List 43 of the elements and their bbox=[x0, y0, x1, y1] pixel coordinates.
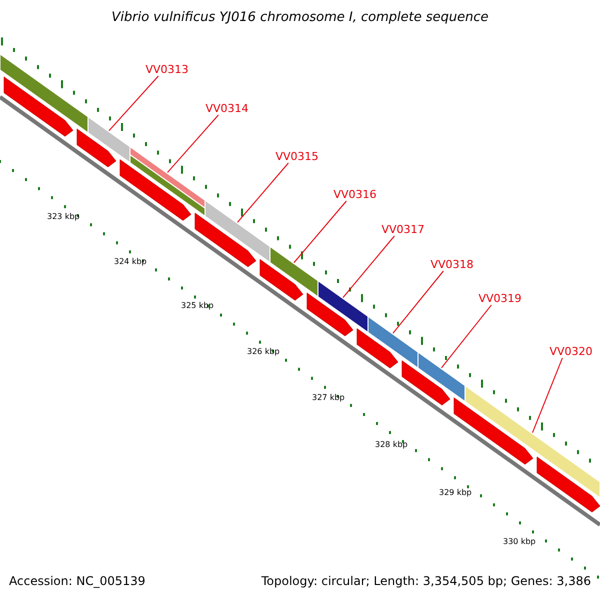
gene-label: VV0320 bbox=[549, 345, 593, 358]
gene-segment bbox=[260, 259, 304, 301]
scale-label: 325 kbp bbox=[181, 301, 214, 310]
title: Vibrio vulnificus YJ016 chromosome I, complete sequence bbox=[111, 10, 489, 25]
gene-segment bbox=[318, 280, 368, 334]
gene-label: VV0319 bbox=[478, 292, 522, 305]
gene-segment bbox=[418, 351, 466, 403]
scale-label: 329 kbp bbox=[439, 488, 472, 497]
gene-label: VV0315 bbox=[275, 150, 319, 163]
gene-label: VV0317 bbox=[381, 223, 425, 236]
gene-label: VV0313 bbox=[145, 63, 189, 76]
scale-label: 326 kbp bbox=[247, 347, 280, 356]
gene-segment bbox=[120, 159, 192, 221]
scale-label: 328 kbp bbox=[375, 440, 408, 449]
gene-segment bbox=[88, 116, 130, 164]
gene-label: VV0314 bbox=[205, 102, 249, 115]
gene-segment bbox=[4, 76, 74, 137]
leader-line bbox=[108, 76, 159, 132]
gene-label: VV0318 bbox=[430, 258, 474, 271]
gene-segment bbox=[204, 199, 270, 264]
gene-segment bbox=[454, 397, 534, 465]
topology-text: Topology: circular; Length: 3,354,505 bp; Genes: 3,386 bbox=[261, 574, 591, 588]
gene-segment bbox=[76, 128, 116, 168]
scale-label: 327 kbp bbox=[312, 393, 345, 402]
scale-label: 324 kbp bbox=[114, 257, 147, 266]
leader-line bbox=[167, 114, 219, 173]
leader-line bbox=[294, 200, 347, 264]
leader-line bbox=[237, 162, 289, 223]
scale-label: 330 kbp bbox=[503, 537, 536, 546]
gene-segment bbox=[368, 315, 418, 369]
gene-segment bbox=[194, 212, 256, 268]
leader-line bbox=[532, 358, 563, 434]
scale-label: 323 kbp bbox=[47, 212, 80, 221]
accession-text: Accession: NC_005139 bbox=[9, 574, 146, 588]
gene-segment bbox=[536, 456, 600, 512]
gene-segment bbox=[130, 146, 206, 218]
gene-segment bbox=[270, 246, 318, 298]
leader-line bbox=[342, 236, 395, 298]
gene-segment bbox=[0, 53, 88, 134]
gene-segment bbox=[306, 292, 354, 336]
gene-segment bbox=[402, 360, 450, 406]
gene-segment bbox=[356, 328, 398, 368]
gene-label: VV0316 bbox=[333, 188, 377, 201]
